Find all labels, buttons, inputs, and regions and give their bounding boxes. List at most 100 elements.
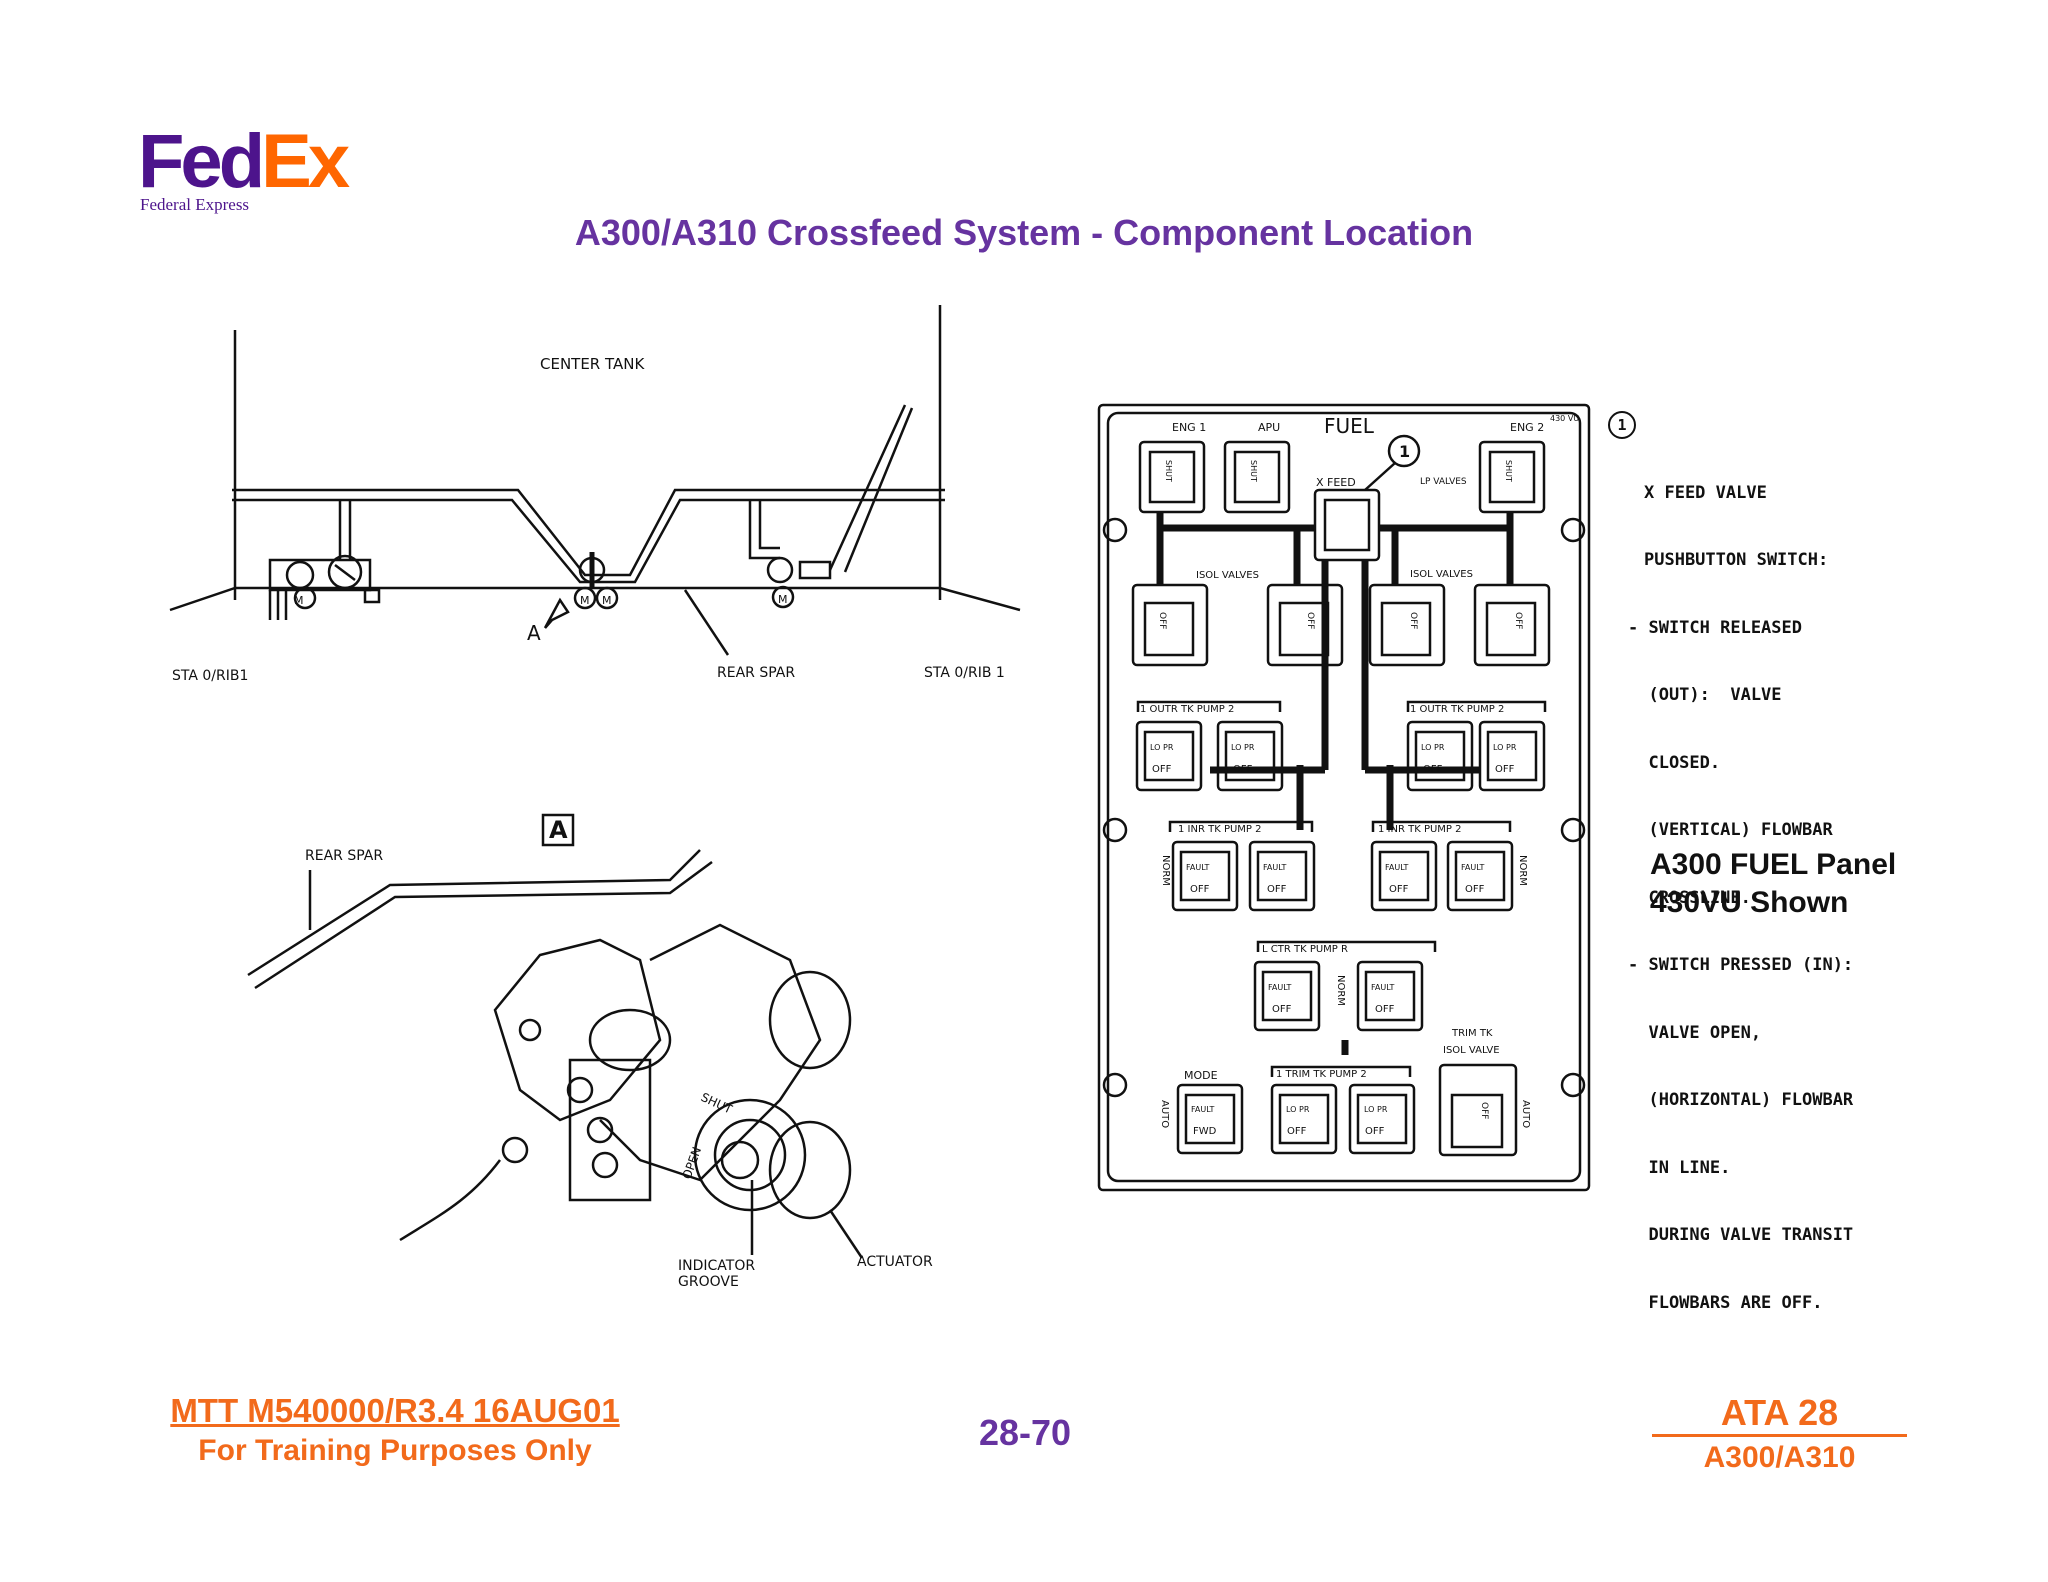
note-line: X FEED VALVE bbox=[1644, 482, 1767, 503]
note-line: DURING VALVE TRANSIT bbox=[1628, 1225, 1854, 1245]
shut-marking: SHUT bbox=[699, 1090, 735, 1117]
off-label: OFF bbox=[1267, 884, 1287, 895]
off-label: OFF bbox=[1479, 1102, 1489, 1119]
motor-label: M bbox=[778, 593, 788, 606]
norm-label: NORM bbox=[1335, 975, 1346, 1006]
note-line: IN LINE. bbox=[1628, 1157, 1731, 1178]
fault-label: FAULT bbox=[1268, 983, 1292, 992]
page-title: A300/A310 Crossfeed System - Component L… bbox=[574, 212, 1474, 253]
panel-ref-label: 430 VU bbox=[1550, 414, 1579, 423]
lp-valves-label: LP VALVES bbox=[1420, 477, 1467, 487]
note-line: PUSHBUTTON SWITCH: bbox=[1644, 550, 1829, 570]
off-label: OFF bbox=[1365, 1126, 1385, 1137]
fault-label: FAULT bbox=[1263, 863, 1287, 872]
norm-label: NORM bbox=[1517, 855, 1528, 886]
fault-label: FAULT bbox=[1371, 983, 1395, 992]
lo-pr-label: LO PR bbox=[1421, 743, 1445, 752]
motor-label: M bbox=[294, 594, 304, 607]
ata-chapter: ATA 28 bbox=[1652, 1392, 1907, 1437]
off-label: OFF bbox=[1408, 612, 1418, 629]
lo-pr-label: LO PR bbox=[1493, 743, 1517, 752]
indicator-groove-label: INDICATOR bbox=[678, 1258, 755, 1274]
panel-caption-line2: 430VU Shown bbox=[1650, 886, 1849, 919]
x-feed-notes: 1 X FEED VALVE PUSHBUTTON SWITCH: - SWIT… bbox=[1608, 411, 1854, 1337]
note-line: (VERTICAL) FLOWBAR bbox=[1628, 820, 1833, 840]
logo-fed-text: Fed bbox=[138, 119, 265, 204]
trim-tk-isol-label-2: ISOL VALVE bbox=[1443, 1045, 1500, 1056]
x-feed-label: X FEED bbox=[1316, 476, 1356, 489]
note-line: (OUT): VALVE bbox=[1628, 685, 1782, 705]
auto-label: AUTO bbox=[1159, 1100, 1170, 1128]
outr-tk-pump-left-label: 1 OUTR TK PUMP 2 bbox=[1140, 704, 1234, 715]
note-line: - SWITCH PRESSED (IN): bbox=[1628, 955, 1854, 975]
lo-pr-label: LO PR bbox=[1231, 743, 1255, 752]
eng2-label: ENG 2 bbox=[1510, 421, 1544, 434]
isol-valves-right-label: ISOL VALVES bbox=[1410, 569, 1473, 580]
off-label: OFF bbox=[1495, 764, 1515, 775]
off-label: OFF bbox=[1375, 1004, 1395, 1015]
off-label: OFF bbox=[1465, 884, 1485, 895]
fwd-label: FWD bbox=[1193, 1126, 1217, 1137]
doc-reference: MTT M540000/R3.4 16AUG01 bbox=[170, 1392, 620, 1429]
panel-caption-line1: A300 FUEL Panel bbox=[1650, 848, 1897, 881]
off-label: OFF bbox=[1423, 764, 1443, 775]
off-label: OFF bbox=[1305, 612, 1315, 629]
inr-tk-pump-right-label: 1 INR TK PUMP 2 bbox=[1378, 824, 1462, 835]
aircraft-model: A300/A310 bbox=[1703, 1441, 1856, 1474]
fuel-line-schematic bbox=[169, 305, 1021, 656]
page-number: 28-70 bbox=[978, 1412, 1072, 1453]
lo-pr-label: LO PR bbox=[1286, 1105, 1310, 1114]
indicator-groove-label-2: GROOVE bbox=[678, 1274, 739, 1290]
off-label: OFF bbox=[1152, 764, 1172, 775]
norm-label: NORM bbox=[1160, 855, 1171, 886]
fault-label: FAULT bbox=[1385, 863, 1409, 872]
apu-label: APU bbox=[1258, 421, 1280, 434]
shut-label: SHUT bbox=[1504, 460, 1513, 482]
off-label: OFF bbox=[1157, 612, 1167, 629]
panel-caption: A300 FUEL Panel 430VU Shown bbox=[1650, 846, 1896, 922]
off-label: OFF bbox=[1272, 1004, 1292, 1015]
outr-tk-pump-right-label: 1 OUTR TK PUMP 2 bbox=[1410, 704, 1504, 715]
footer-left: MTT M540000/R3.4 16AUG01 For Training Pu… bbox=[150, 1392, 640, 1468]
inr-tk-pump-left-label: 1 INR TK PUMP 2 bbox=[1178, 824, 1262, 835]
note-callout-number: 1 bbox=[1608, 411, 1636, 439]
detail-view-label: A bbox=[549, 816, 568, 844]
detail-rear-spar-label: REAR SPAR bbox=[305, 848, 383, 864]
shut-label: SHUT bbox=[1164, 460, 1173, 482]
panel-callout-number: 1 bbox=[1399, 442, 1410, 461]
view-a-pointer: A bbox=[527, 621, 541, 645]
open-marking: OPEN bbox=[680, 1145, 705, 1181]
fuel-panel-drawing bbox=[1097, 403, 1591, 1192]
training-notice: For Training Purposes Only bbox=[198, 1434, 592, 1467]
trim-tk-pump-label: 1 TRIM TK PUMP 2 bbox=[1276, 1069, 1367, 1080]
off-label: OFF bbox=[1287, 1126, 1307, 1137]
note-line: VALVE OPEN, bbox=[1628, 1022, 1762, 1043]
rear-spar-label: REAR SPAR bbox=[717, 665, 795, 681]
panel-title: FUEL bbox=[1324, 414, 1375, 438]
note-line: CLOSED. bbox=[1628, 752, 1721, 773]
eng1-label: ENG 1 bbox=[1172, 421, 1206, 434]
auto-label: AUTO bbox=[1520, 1100, 1531, 1128]
isol-valves-left-label: ISOL VALVES bbox=[1196, 570, 1259, 581]
fault-label: FAULT bbox=[1461, 863, 1485, 872]
off-label: OFF bbox=[1389, 884, 1409, 895]
center-tank-label: CENTER TANK bbox=[540, 355, 645, 373]
actuator-label: ACTUATOR bbox=[857, 1254, 933, 1270]
lo-pr-label: LO PR bbox=[1150, 743, 1174, 752]
shut-label: SHUT bbox=[1249, 460, 1258, 482]
footer-right: ATA 28 A300/A310 bbox=[1652, 1392, 1907, 1475]
fedex-logo: FedEx Federal Express bbox=[138, 118, 368, 214]
off-label: OFF bbox=[1513, 612, 1523, 629]
off-label: OFF bbox=[1233, 764, 1253, 775]
motor-label: M bbox=[602, 594, 612, 607]
lo-pr-label: LO PR bbox=[1364, 1105, 1388, 1114]
valve-detail-drawing bbox=[247, 813, 864, 1259]
note-line: CROSSLINE. bbox=[1628, 887, 1751, 908]
motor-label: M bbox=[580, 594, 590, 607]
logo-tagline: Federal Express bbox=[140, 195, 250, 214]
ctr-tk-pump-label: L CTR TK PUMP R bbox=[1262, 944, 1348, 955]
fault-label: FAULT bbox=[1191, 1105, 1215, 1114]
off-label: OFF bbox=[1190, 884, 1210, 895]
note-line: (HORIZONTAL) FLOWBAR bbox=[1628, 1090, 1854, 1110]
